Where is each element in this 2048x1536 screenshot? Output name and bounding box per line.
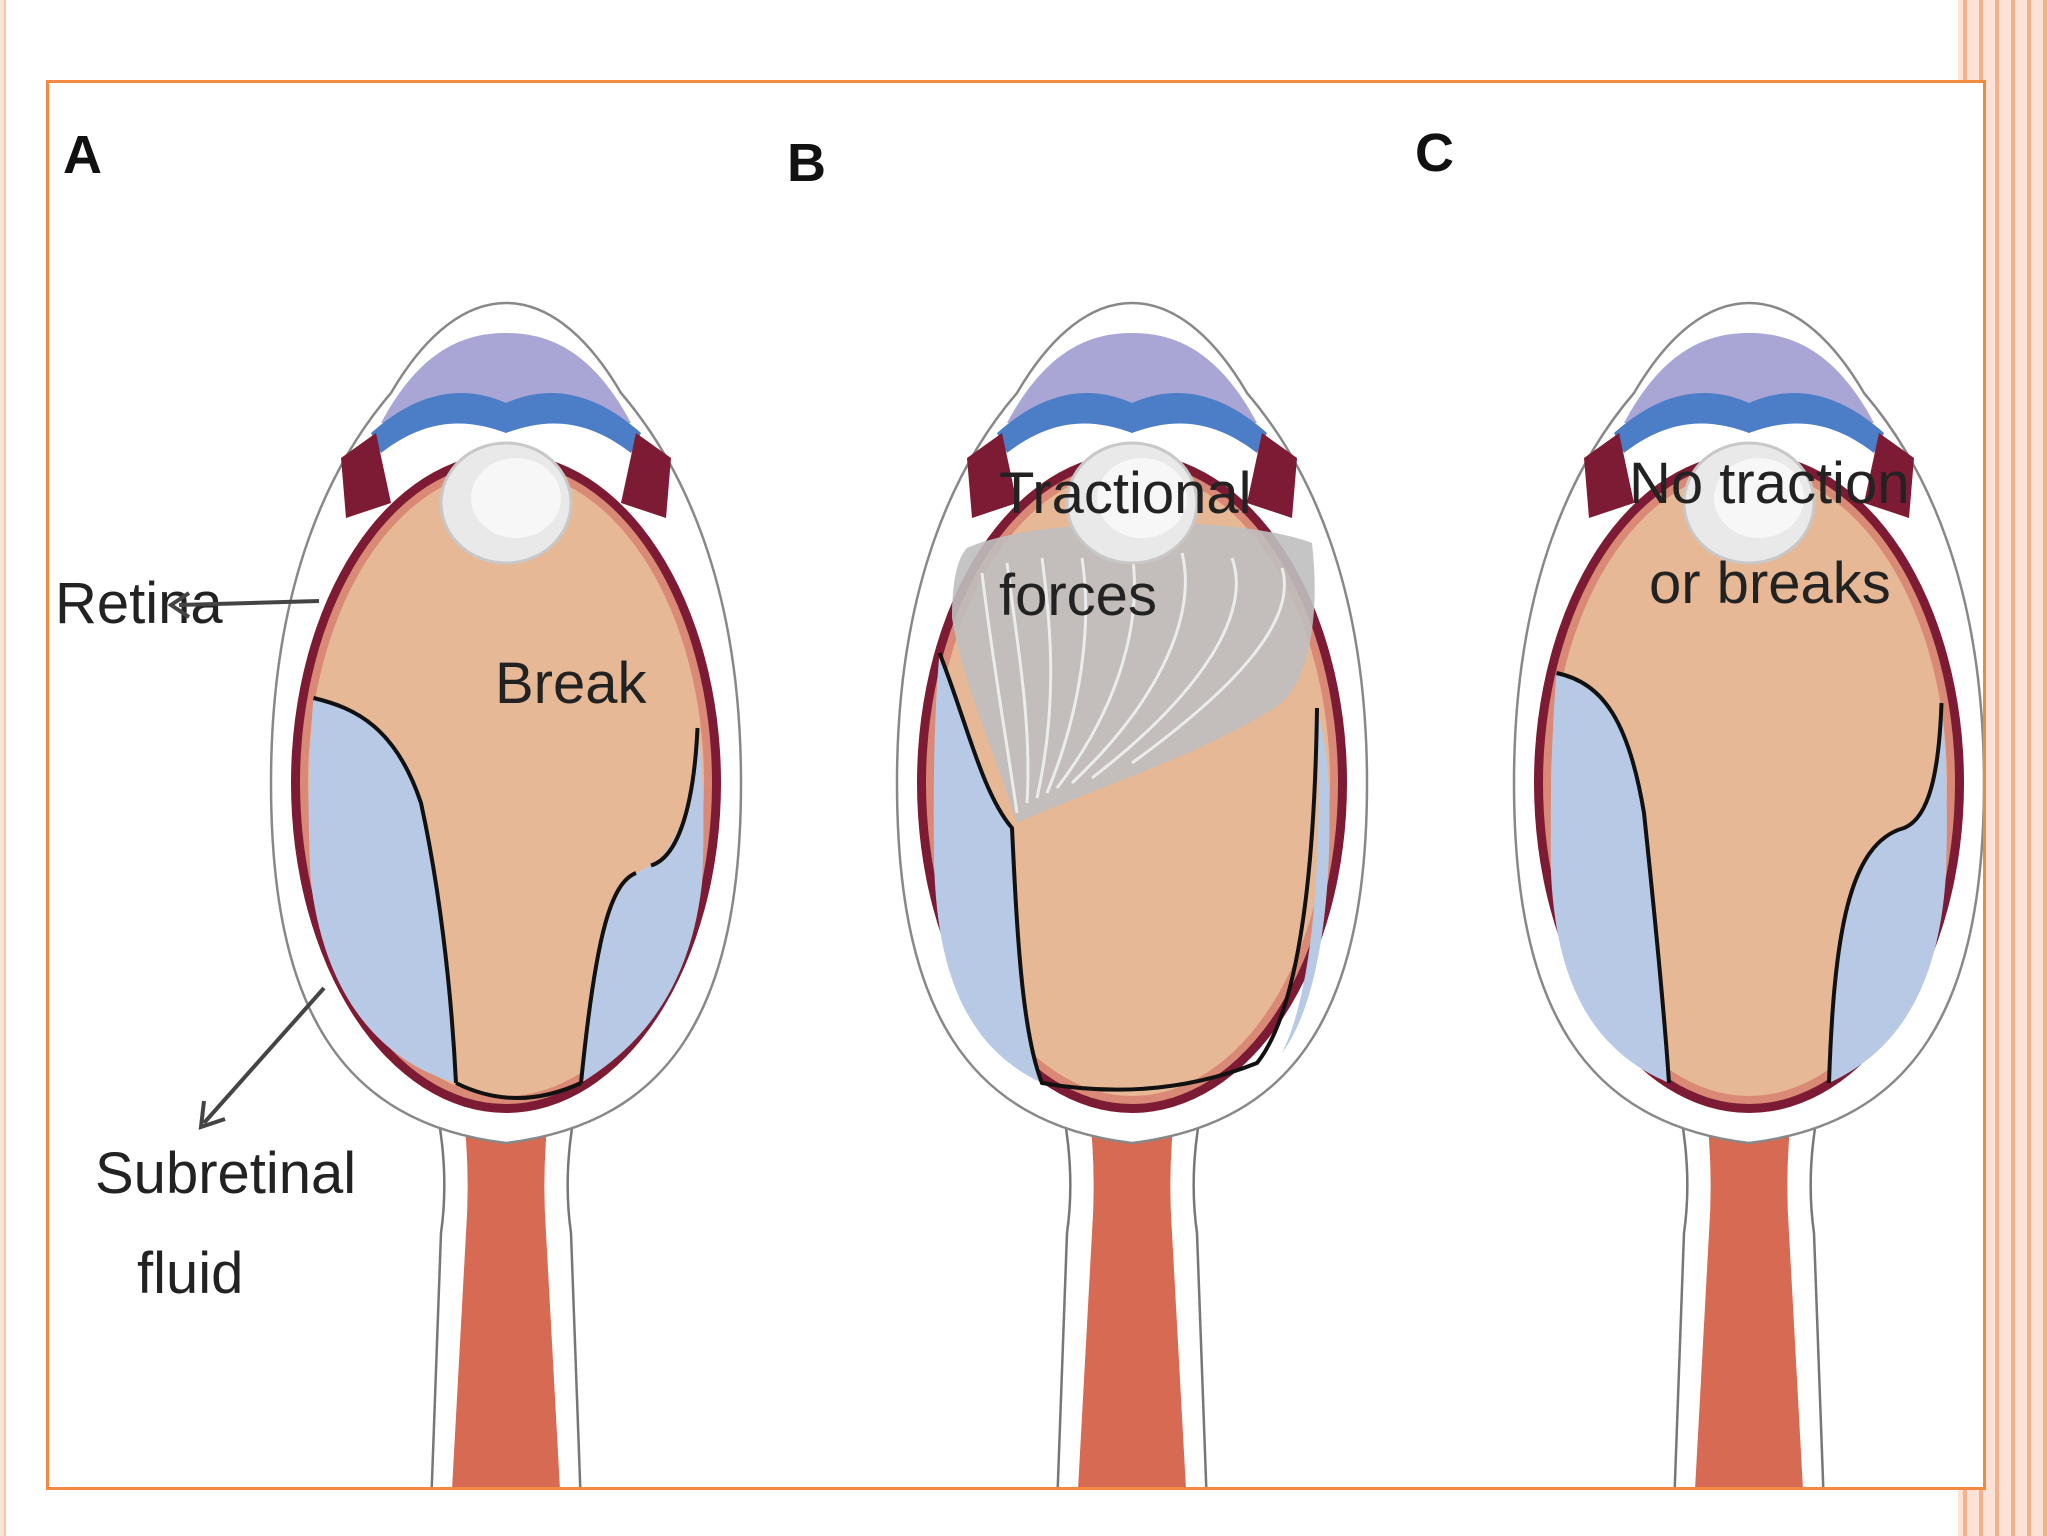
fluid-arrowhead <box>198 1100 226 1130</box>
break-label: Break <box>495 651 648 716</box>
panel-c <box>1512 301 1986 1510</box>
optic-nerve <box>451 1093 561 1508</box>
fluid-pointer-arrow <box>202 986 326 1125</box>
retina-arrowhead <box>167 591 191 619</box>
panel-a-letter: A <box>63 125 102 185</box>
detached-retina-line-right <box>579 871 637 1084</box>
iris <box>997 393 1267 453</box>
lens-highlight <box>1097 458 1187 538</box>
subretinal-label-line1: Subretinal <box>95 1141 356 1206</box>
ciliary-body-right <box>1247 433 1297 518</box>
optic-nerve <box>1077 1093 1187 1508</box>
subretinal-fluid-right <box>1282 708 1330 1053</box>
subretinal-label-line2: fluid <box>137 1241 243 1306</box>
detached-retina-line <box>1556 671 1671 1084</box>
panel-b-letter: B <box>787 133 826 193</box>
panel-c-letter: C <box>1415 123 1454 183</box>
subretinal-fluid-right <box>1829 703 1947 1083</box>
tractional-label-line2: forces <box>999 563 1157 628</box>
optic-disc-line <box>455 1081 582 1100</box>
retinal-detachment-diagram: A B C Retina Break Subretinal fluid Trac… <box>55 123 1986 1510</box>
traction-membrane <box>952 522 1315 823</box>
figure-frame: A B C Retina Break Subretinal fluid Trac… <box>46 80 1986 1510</box>
ciliary-body-left <box>1584 433 1634 518</box>
traction-strands <box>980 552 1286 814</box>
ciliary-body-right <box>1864 433 1914 518</box>
tractional-label-line1: Tractional <box>999 461 1252 526</box>
panel-a <box>269 301 743 1510</box>
no-traction-label-line1: No traction <box>1629 451 1909 516</box>
detached-retina-line <box>937 652 1319 1092</box>
ciliary-body-left <box>341 433 391 518</box>
iris <box>1614 393 1884 453</box>
retina-pointer-arrow <box>178 599 320 607</box>
slide-left-decoration <box>0 0 14 1536</box>
detached-retina-line <box>313 696 458 1084</box>
subretinal-fluid-right <box>581 728 704 1083</box>
iris <box>371 393 641 453</box>
panel-b <box>895 301 1369 1510</box>
ciliary-body-right <box>621 433 671 518</box>
lens-highlight <box>1714 458 1804 538</box>
no-traction-label-line2: or breaks <box>1649 551 1891 616</box>
subretinal-fluid-left <box>933 653 1042 1083</box>
lens-highlight <box>471 458 561 538</box>
ciliary-body-left <box>967 433 1017 518</box>
optic-nerve <box>1694 1093 1804 1508</box>
subretinal-fluid-left <box>1550 673 1669 1083</box>
retinal-break-edge <box>650 727 700 868</box>
subretinal-fluid-left <box>308 698 456 1083</box>
detached-retina-line-right <box>1827 702 1944 1084</box>
